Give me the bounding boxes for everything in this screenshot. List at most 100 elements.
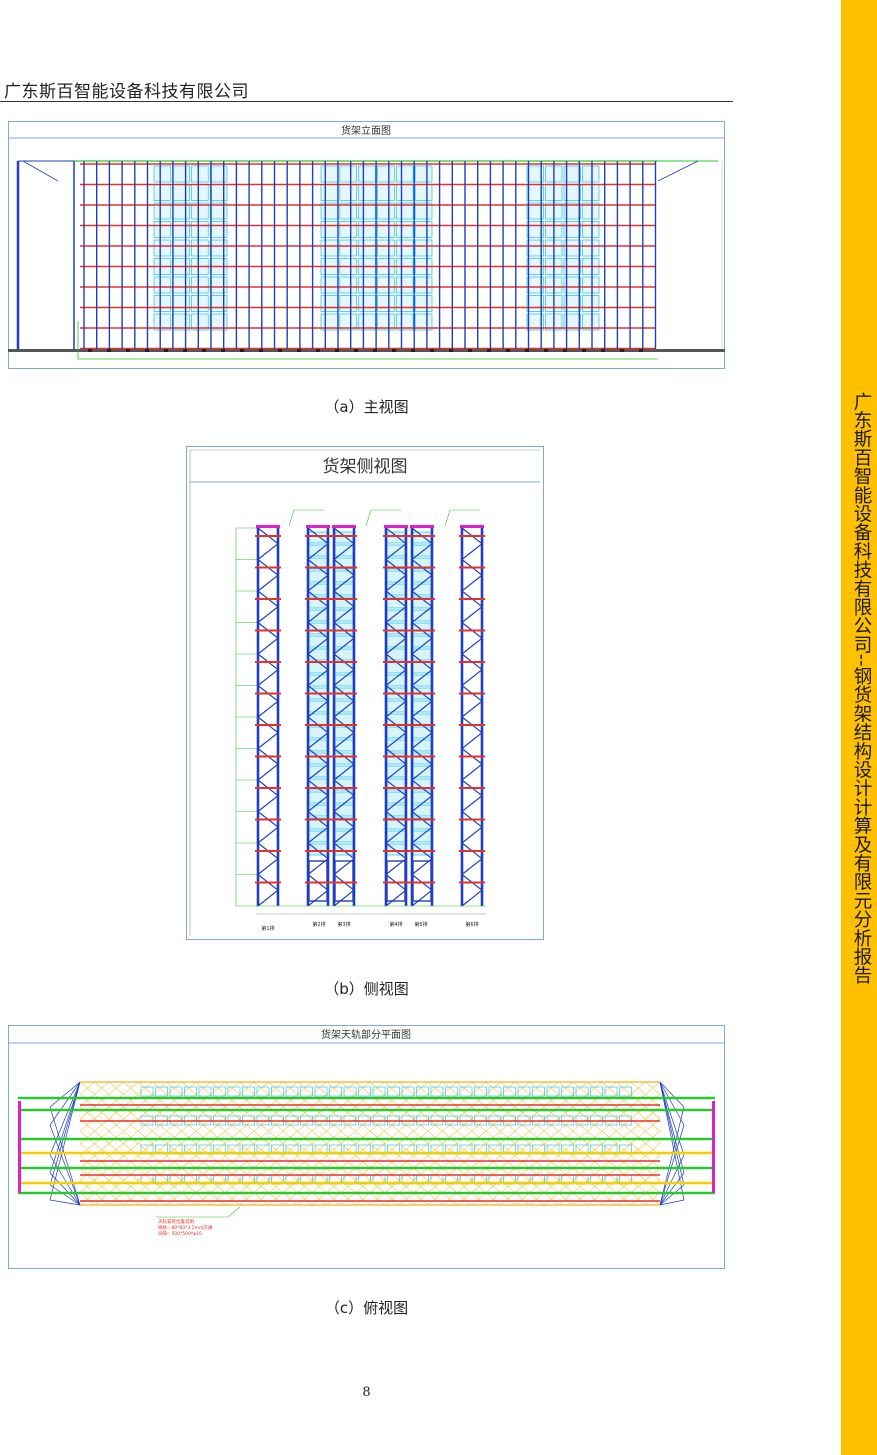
side-box <box>386 791 406 804</box>
side-brace <box>333 732 355 749</box>
plan-brace <box>500 1130 516 1144</box>
plan-brace <box>123 1081 139 1095</box>
storage-box-0 <box>191 202 209 220</box>
plan-brace <box>427 1130 443 1144</box>
plan-brace <box>587 1130 603 1144</box>
end-taper <box>49 1081 81 1126</box>
plan-brace <box>166 1106 182 1120</box>
plan-brace <box>137 1192 153 1206</box>
plan-brace <box>137 1106 153 1120</box>
side-brace <box>385 858 407 875</box>
storage-box-1 <box>339 184 358 201</box>
plan-brace <box>543 1081 559 1095</box>
plan-brace <box>239 1192 255 1206</box>
plan-brace <box>224 1130 240 1144</box>
plan-box <box>256 1086 270 1097</box>
end-taper <box>49 1172 81 1206</box>
top-view-drawing: 货架天轨部分平面图 天轨安装位置说明 规格：80*80*3.2mm方通 间隔：5… <box>8 1025 725 1269</box>
plan-brace <box>253 1192 269 1206</box>
callout-leader <box>288 509 295 527</box>
plan-box <box>372 1086 386 1097</box>
side-cap <box>410 525 434 528</box>
plan-brace <box>94 1167 110 1181</box>
company-header: 广东斯百智能设备科技有限公司 <box>4 82 249 102</box>
plan-brace <box>253 1106 269 1120</box>
plan-brace <box>94 1155 110 1169</box>
plan-brace <box>166 1155 182 1169</box>
plan-brace <box>268 1130 284 1144</box>
storage-box-2 <box>526 313 544 331</box>
plan-box <box>358 1086 371 1097</box>
plan-brace <box>311 1192 327 1206</box>
side-brace <box>385 543 407 560</box>
callout-leader <box>444 509 451 527</box>
side-box <box>334 752 354 765</box>
storage-box-2 <box>582 313 600 331</box>
plan-box <box>401 1086 415 1097</box>
plan-brace <box>645 1192 661 1206</box>
plan-box <box>271 1086 284 1097</box>
storage-box-1 <box>414 202 433 220</box>
base-plate <box>582 349 586 352</box>
plan-brace <box>514 1130 530 1144</box>
side-brace <box>385 574 407 592</box>
plan-brace <box>355 1167 371 1181</box>
plan-brace <box>529 1155 545 1169</box>
plan-brace <box>514 1106 530 1120</box>
base-plate <box>506 349 510 352</box>
plan-brace <box>239 1155 255 1169</box>
side-brace <box>333 606 355 623</box>
plan-brace <box>355 1081 371 1095</box>
plan-brace <box>529 1106 545 1120</box>
plan-brace <box>166 1192 182 1206</box>
base-plate <box>392 349 396 352</box>
plan-brace <box>282 1155 298 1169</box>
side-brace <box>333 543 355 560</box>
storage-box-0 <box>153 295 172 312</box>
side-box <box>334 700 354 713</box>
storage-box-1 <box>320 295 339 312</box>
side-brace <box>411 669 433 686</box>
side-box <box>386 752 406 765</box>
plan-brace <box>572 1106 588 1120</box>
side-cap <box>460 525 484 528</box>
plan-brace <box>369 1192 385 1206</box>
plan-brace <box>94 1130 110 1144</box>
storage-box-2 <box>563 276 581 294</box>
plan-brace <box>558 1130 574 1144</box>
storage-box-1 <box>339 276 358 294</box>
side-brace <box>411 700 433 718</box>
side-brace <box>307 700 329 718</box>
plan-brace <box>340 1192 356 1206</box>
plan-box <box>314 1086 328 1097</box>
end-taper <box>49 1081 81 1108</box>
side-cap <box>306 525 330 528</box>
end-taper <box>659 1081 685 1201</box>
storage-box-1 <box>377 295 395 312</box>
plan-brace <box>572 1081 588 1095</box>
base-plate <box>278 349 282 352</box>
plan-brace <box>558 1106 574 1120</box>
plan-brace <box>210 1130 226 1144</box>
plan-brace <box>123 1192 139 1206</box>
end-taper <box>659 1154 685 1206</box>
side-brace <box>411 889 433 907</box>
plan-brace <box>543 1155 559 1169</box>
storage-box-0 <box>191 165 209 183</box>
plan-brace <box>326 1155 342 1169</box>
side-brace <box>257 574 279 592</box>
plan-brace <box>456 1106 472 1120</box>
storage-box-0 <box>172 239 190 257</box>
plan-box <box>532 1086 545 1097</box>
side-cap <box>384 525 408 528</box>
base-plate <box>240 349 244 352</box>
plan-brace <box>413 1155 429 1169</box>
side-view-title: 货架侧视图 <box>323 457 408 477</box>
storage-box-0 <box>153 313 172 331</box>
plan-brace <box>413 1130 429 1144</box>
base-plate <box>183 349 187 352</box>
storage-box-1 <box>320 221 339 238</box>
side-brace <box>411 637 433 655</box>
plan-box <box>590 1086 603 1097</box>
base-plate <box>601 349 605 352</box>
